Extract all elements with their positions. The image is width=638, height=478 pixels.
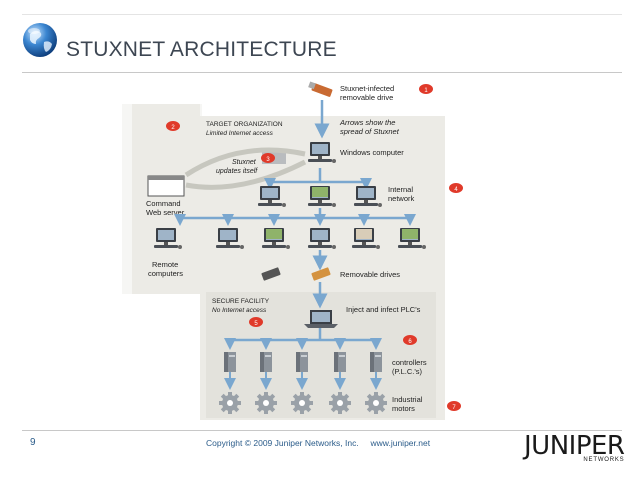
motor-gear-1 xyxy=(219,392,241,414)
badge-2 xyxy=(166,121,180,131)
badge-5-text: 5 xyxy=(254,321,258,327)
plc-2 xyxy=(260,352,272,372)
logo-subtext: NETWORKS xyxy=(583,457,625,463)
page-number: 9 xyxy=(30,437,36,448)
motor-gear-5 xyxy=(365,392,387,414)
drive-icon-1 xyxy=(261,267,281,281)
internal-label-1: Internal xyxy=(388,185,413,194)
badge-3-text: 3 xyxy=(266,157,270,163)
command-label-1: Command xyxy=(146,199,181,208)
badge-3 xyxy=(261,153,275,163)
usb-label-1: Stuxnet-infected xyxy=(340,84,394,93)
top-rule xyxy=(22,14,622,15)
motor-gear-2 xyxy=(255,392,277,414)
internal-label-2: network xyxy=(388,194,415,203)
plc-1 xyxy=(224,352,236,372)
secure-label-2: No Internet access xyxy=(212,307,267,314)
badge-4-text: 4 xyxy=(454,187,458,193)
logo-wordmark: JUNIPER xyxy=(524,431,625,461)
remote-label-2: computers xyxy=(148,269,183,278)
infected-usb-icon xyxy=(308,81,333,97)
updates-label-2: updates itself xyxy=(216,168,258,175)
drive-icon-2 xyxy=(311,267,331,281)
badge-5 xyxy=(249,317,263,327)
badge-6 xyxy=(403,335,417,345)
removable-drives-label: Removable drives xyxy=(340,270,400,279)
globe-icon xyxy=(23,23,57,57)
target-org-label-2: Limited Internet access xyxy=(206,130,274,137)
target-org-label-1: TARGET ORGANIZATION xyxy=(206,121,283,128)
badge-1 xyxy=(419,84,433,94)
plc-4 xyxy=(334,352,346,372)
secure-label-1: SECURE FACILITY xyxy=(212,298,270,305)
motor-gear-4 xyxy=(329,392,351,414)
badge-7 xyxy=(447,401,461,411)
badge-1-text: 1 xyxy=(424,88,428,94)
arrows-note-1: Arrows show the xyxy=(339,118,395,127)
updates-label-1: Stuxnet xyxy=(232,159,257,166)
motor-gear-3 xyxy=(291,392,313,414)
badge-2-text: 2 xyxy=(171,125,175,131)
arrow-from-command-server xyxy=(185,159,307,190)
header-rule xyxy=(22,72,622,73)
badge-4 xyxy=(449,183,463,193)
laptop-icon xyxy=(304,310,338,328)
windows-label: Windows computer xyxy=(340,148,404,157)
controllers-label-1: controllers xyxy=(392,358,427,367)
arrows-note-2: spread of Stuxnet xyxy=(340,127,400,136)
remote-label-1: Remote xyxy=(152,260,178,269)
plc-3 xyxy=(296,352,308,372)
footer-rule xyxy=(22,430,622,431)
usb-label-2: removable drive xyxy=(340,93,393,102)
motors-label-2: motors xyxy=(392,404,415,413)
arrow-to-command-server xyxy=(184,147,306,178)
command-server-icon xyxy=(147,175,185,197)
controllers-label-2: (P.L.C.'s) xyxy=(392,367,423,376)
plc-5 xyxy=(370,352,382,372)
juniper-logo: JUNIPER NETWORKS xyxy=(524,433,625,463)
motors-label-1: Industrial xyxy=(392,395,423,404)
slide-title: STUXNET ARCHITECTURE xyxy=(66,38,337,61)
copyright-text: Copyright © 2009 Juniper Networks, Inc. … xyxy=(206,438,431,448)
inject-label: Inject and infect PLC's xyxy=(346,305,421,314)
command-label-2: Web server xyxy=(146,208,185,217)
badge-7-text: 7 xyxy=(452,405,456,411)
badge-6-text: 6 xyxy=(408,339,412,345)
